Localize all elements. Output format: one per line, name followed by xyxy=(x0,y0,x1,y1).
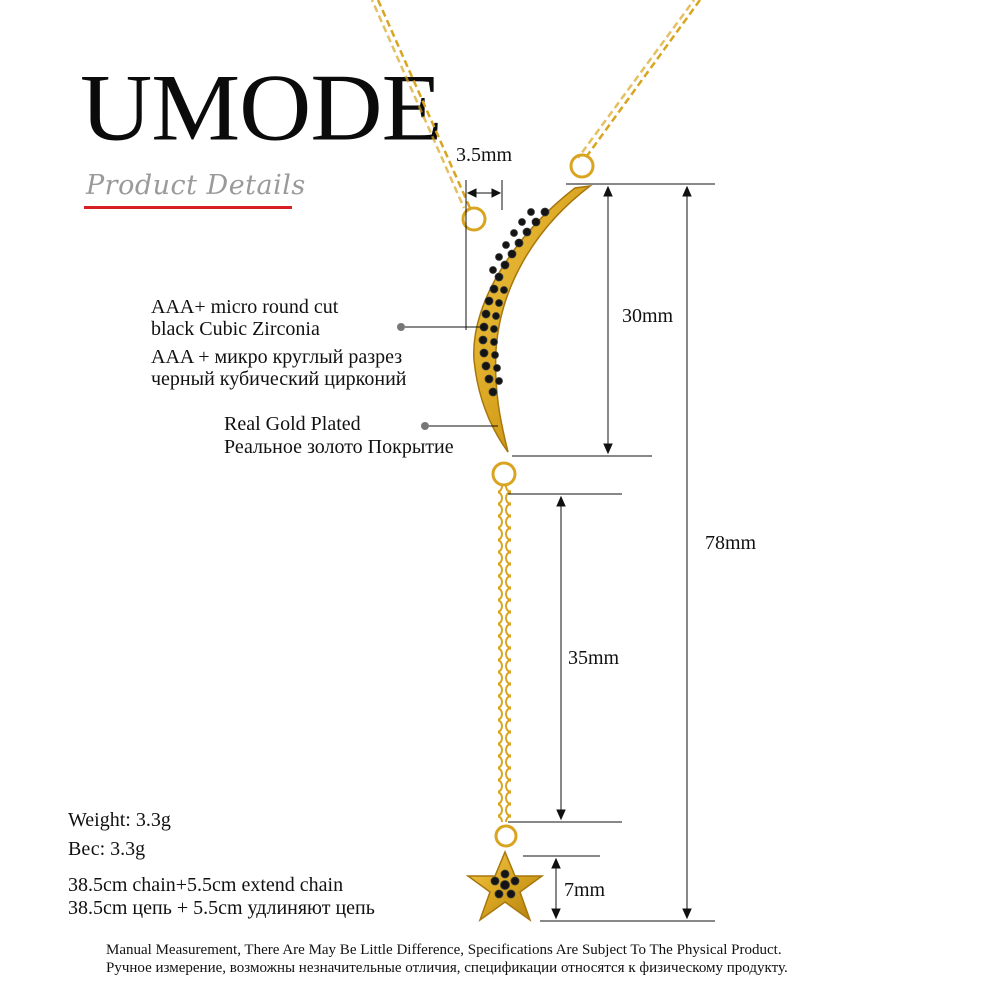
plating-label-en: Real Gold Plated xyxy=(224,413,361,435)
brand-logo: UMODE xyxy=(80,54,443,161)
left-neck-chain xyxy=(370,0,472,209)
drop-chain xyxy=(498,486,511,822)
subtitle-underline xyxy=(84,206,292,209)
moon-bottom-ring xyxy=(491,461,517,487)
stone-label-en-2: black Cubic Zirconia xyxy=(151,318,320,340)
right-jump-ring xyxy=(569,153,595,179)
stone-label-ru-1: AAA + микро круглый разрез xyxy=(151,346,403,368)
chain-length-ru: 38.5cm цепь + 5.5cm удлиняют цепь xyxy=(68,897,375,919)
dimension-star-label: 7mm xyxy=(564,879,606,901)
dimension-chain-label: 35mm xyxy=(568,647,620,669)
dimension-width-label: 3.5mm xyxy=(456,144,513,166)
chain-length-en: 38.5cm chain+5.5cm extend chain xyxy=(68,874,344,896)
stone-label-ru-2: черный кубический цирконий xyxy=(151,368,407,390)
dimension-lines xyxy=(465,180,715,922)
weight-ru: Вес: 3.3g xyxy=(68,838,146,860)
stone-label-en-1: AAA+ micro round cut xyxy=(151,296,339,318)
callout-leaders xyxy=(397,323,498,430)
right-neck-chain xyxy=(576,0,702,161)
left-jump-ring xyxy=(461,206,487,232)
weight-en: Weight: 3.3g xyxy=(68,809,171,831)
star-charm xyxy=(465,850,545,923)
plating-label-ru: Реальное золото Покрытие xyxy=(224,436,454,458)
disclaimer-ru: Ручное измерение, возможны незначительны… xyxy=(106,960,788,976)
dimension-moon-label: 30mm xyxy=(622,305,674,327)
star-jump-ring xyxy=(494,824,518,848)
product-details-subtitle: Product Details xyxy=(86,170,306,201)
cubic-zirconia-stones xyxy=(478,207,550,397)
dimension-total-label: 78mm xyxy=(705,532,757,554)
crescent-moon-pendant xyxy=(473,184,593,453)
disclaimer-en: Manual Measurement, There Are May Be Lit… xyxy=(106,942,782,958)
